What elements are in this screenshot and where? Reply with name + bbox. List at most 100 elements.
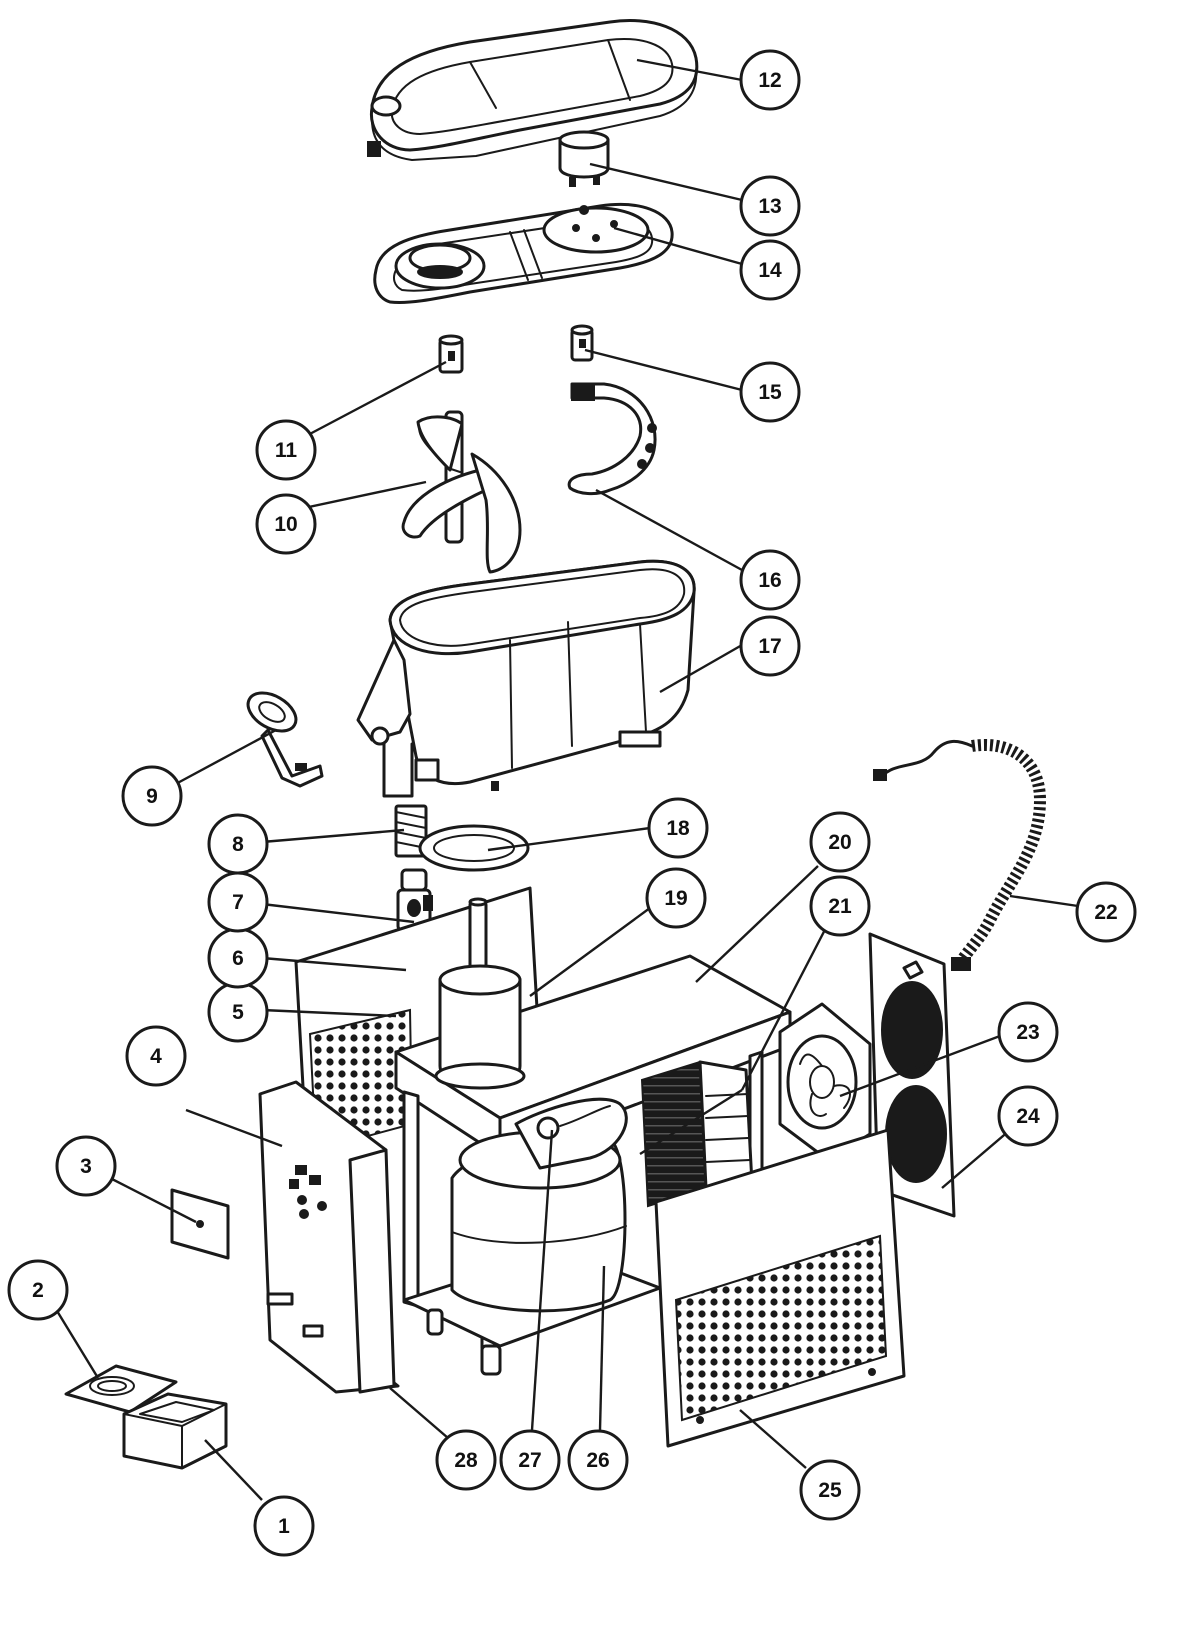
part-scraper-blade [567, 382, 657, 496]
callout-circle [55, 1135, 117, 1197]
part-label-plate [170, 1188, 230, 1260]
part-side-panel [258, 1080, 400, 1394]
callout-4: 4 [125, 1025, 187, 1087]
callout-21: 21 [809, 875, 871, 937]
callout-number: 23 [1016, 1021, 1039, 1044]
callout-circle [997, 1001, 1059, 1063]
callout-19: 19 [645, 867, 707, 929]
callout-25: 25 [799, 1459, 861, 1521]
callout-24: 24 [997, 1085, 1059, 1147]
callout-10: 10 [255, 493, 317, 555]
callout-22: 22 [1075, 881, 1137, 943]
callout-17: 17 [739, 615, 801, 677]
part-drip-tray [122, 1392, 228, 1470]
callout-2: 2 [7, 1259, 69, 1321]
callout-number: 4 [150, 1045, 162, 1068]
callout-circle [121, 765, 183, 827]
part-coupling-right [570, 324, 594, 362]
callout-9: 9 [121, 765, 183, 827]
callout-number: 27 [518, 1449, 541, 1472]
callout-circle [255, 493, 317, 555]
callout-26: 26 [567, 1429, 629, 1491]
callout-number: 3 [80, 1155, 92, 1178]
callout-number: 9 [146, 785, 158, 808]
callout-circle [799, 1459, 861, 1521]
callout-3: 3 [55, 1135, 117, 1197]
callout-5: 5 [207, 981, 269, 1043]
callout-number: 21 [828, 895, 852, 918]
callout-number: 17 [758, 635, 781, 658]
callout-number: 16 [758, 569, 781, 592]
callout-27: 27 [499, 1429, 561, 1491]
callout-circle [125, 1025, 187, 1087]
callout-number: 6 [232, 947, 244, 970]
callout-18: 18 [647, 797, 709, 859]
part-lid-base-plate [373, 202, 674, 304]
callout-13: 13 [739, 175, 801, 237]
leader-lines [52, 58, 1079, 1501]
callout-8: 8 [207, 813, 269, 875]
callout-28: 28 [435, 1429, 497, 1491]
callout-1: 1 [253, 1495, 315, 1557]
callout-number: 15 [758, 381, 782, 404]
callout-number: 25 [818, 1479, 842, 1502]
callout-circle [739, 49, 801, 111]
part-auger-agitator [401, 410, 522, 574]
callout-number: 20 [828, 831, 851, 854]
callout-number: 11 [275, 439, 298, 462]
callout-number: 10 [274, 513, 297, 536]
part-bowl-gasket [418, 824, 530, 872]
callout-circle [7, 1259, 69, 1321]
callout-number: 22 [1094, 901, 1117, 924]
callout-7: 7 [207, 871, 269, 933]
part-cap-switch [558, 130, 610, 187]
callout-number: 18 [666, 817, 690, 840]
part-fan-grille-panel [868, 932, 956, 1218]
callout-number: 14 [758, 259, 782, 282]
callout-number: 5 [232, 1001, 244, 1024]
callout-circle [1075, 881, 1137, 943]
part-spring [394, 804, 428, 858]
callout-circle [739, 361, 801, 423]
callout-14: 14 [739, 239, 801, 301]
callout-number: 13 [758, 195, 781, 218]
callout-circle [253, 1495, 315, 1557]
part-condenser-fan [778, 1002, 872, 1162]
callout-circle [739, 239, 801, 301]
callout-number: 19 [664, 887, 687, 910]
callout-number: 8 [232, 833, 244, 856]
callout-6: 6 [207, 927, 269, 989]
part-lid [367, 19, 699, 161]
callout-15: 15 [739, 361, 801, 423]
callout-23: 23 [997, 1001, 1059, 1063]
callout-11: 11 [255, 419, 317, 481]
part-front-panel [654, 1128, 906, 1448]
callout-circle [739, 615, 801, 677]
callout-circle [997, 1085, 1059, 1147]
part-product-bowl [356, 559, 696, 798]
callout-number: 2 [32, 1279, 44, 1302]
callout-number: 1 [278, 1515, 290, 1538]
callout-20: 20 [809, 811, 871, 873]
part-coupling-left [438, 334, 464, 374]
callout-circle [809, 875, 871, 937]
callout-number: 7 [232, 891, 244, 914]
callout-circle [207, 813, 269, 875]
callout-circle [809, 811, 871, 873]
callout-circle [645, 867, 707, 929]
callout-number: 26 [586, 1449, 609, 1472]
part-power-cord [873, 739, 1047, 971]
callout-circle [499, 1429, 561, 1491]
part-dispense-lever [246, 691, 324, 788]
callout-circle [647, 797, 709, 859]
callout-circle [567, 1429, 629, 1491]
callout-circle [435, 1429, 497, 1491]
callout-number: 24 [1016, 1105, 1040, 1128]
callout-number: 12 [758, 69, 781, 92]
callout-circle [739, 175, 801, 237]
callout-16: 16 [739, 549, 801, 611]
callout-number: 28 [454, 1449, 478, 1472]
callout-circle [255, 419, 317, 481]
